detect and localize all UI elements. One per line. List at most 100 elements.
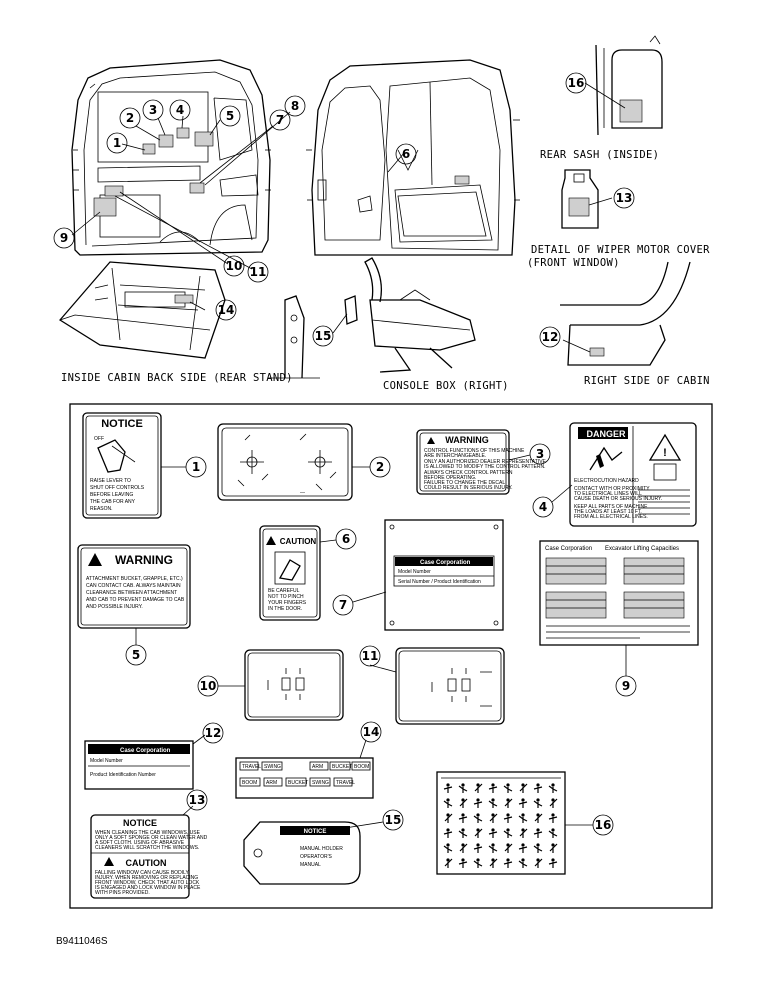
hand-signal-pictogram bbox=[444, 813, 453, 823]
decal-1-line-4: THE CAB FOR ANY bbox=[90, 499, 136, 505]
decal-7-row-1: Model Number bbox=[398, 569, 431, 575]
hand-signal-pictogram bbox=[459, 843, 468, 853]
decal-6-title: CAUTION bbox=[280, 537, 317, 546]
callout-15-top: 15 bbox=[315, 329, 332, 343]
callout-2-top: 2 bbox=[126, 111, 134, 125]
callout-7: 7 bbox=[339, 598, 347, 612]
decal-12-company: Case Corporation bbox=[120, 748, 171, 754]
decal-4-line-4: KEEP ALL PARTS OF MACHINE bbox=[574, 504, 648, 510]
callout-10: 10 bbox=[200, 679, 217, 693]
callout-12-top: 12 bbox=[542, 330, 559, 344]
hand-signal-grid bbox=[443, 783, 558, 868]
hand-signal-pictogram bbox=[504, 798, 513, 808]
callout-6-top: 6 bbox=[402, 147, 410, 161]
decal-4-line-3: CAUSE DEATH OR SERIOUS INJURY. bbox=[574, 496, 662, 502]
decal-1-notice: NOTICE OFF RAISE LEVER TO SHUT OFF CONTR… bbox=[82, 412, 162, 519]
callout-2: 2 bbox=[376, 460, 384, 474]
callout-8-top: 8 bbox=[291, 99, 299, 113]
hand-signal-pictogram bbox=[458, 783, 468, 793]
rear-sash-detail bbox=[595, 35, 663, 136]
decal-14-r1-5: BUCKET bbox=[332, 764, 352, 770]
decal-panel-frame bbox=[69, 403, 713, 909]
caption-wiper-line2: (FRONT WINDOW) bbox=[527, 257, 620, 269]
decal-7-row-2: Serial Number / Product Identification bbox=[398, 579, 481, 585]
callout-13-top: 13 bbox=[616, 191, 633, 205]
hand-signal-pictogram bbox=[548, 828, 558, 838]
decal-14-r2-1: BOOM bbox=[242, 780, 257, 786]
decal-9-lifting-chart: Case Corporation Excavator Lifting Capac… bbox=[539, 540, 699, 646]
decal-15-line-1: MANUAL HOLDER bbox=[300, 846, 343, 852]
decal-6-line-3: YOUR FINGERS bbox=[268, 600, 307, 606]
hand-signal-pictogram bbox=[548, 858, 558, 868]
decal-14-r1-2: SWING bbox=[264, 764, 281, 770]
callout-12: 12 bbox=[205, 726, 222, 740]
hand-signal-pictogram bbox=[549, 843, 558, 853]
cab-front-inside-view bbox=[71, 59, 271, 256]
callout-1: 1 bbox=[192, 460, 200, 474]
hand-signal-pictogram bbox=[534, 858, 543, 868]
decal-4-line-2: TO ELECTRICAL LINES WILL bbox=[574, 491, 642, 497]
hand-signal-pictogram bbox=[458, 813, 468, 823]
caption-inside-back: INSIDE CABIN BACK SIDE (REAR STAND) bbox=[61, 372, 293, 384]
callout-5: 5 bbox=[132, 648, 140, 662]
decal-15-line-3: MANUAL bbox=[300, 862, 321, 868]
callout-1-top: 1 bbox=[113, 136, 121, 150]
top-leader-lines bbox=[71, 82, 626, 353]
decal-4-danger: DANGER ! ELECTROCUTION HAZARD CONTACT WI… bbox=[569, 422, 697, 527]
decal-1-line-5: REASON. bbox=[90, 506, 113, 512]
decal-10-switch-panel bbox=[244, 649, 344, 721]
decal-4-line-5: THE LOADS AT LEAST 10 FT. bbox=[574, 509, 642, 515]
hand-signal-pictogram bbox=[549, 798, 558, 808]
decal-13-caution-4: IS ENGAGED AND LOCK WINDOW IN PLACE bbox=[95, 885, 201, 891]
hand-signal-pictogram bbox=[518, 843, 528, 853]
decal-9-company: Case Corporation bbox=[545, 546, 592, 552]
decal-13-caution-1: FALLING WINDOW CAN CAUSE BODILY bbox=[95, 870, 189, 876]
decal-4-line-6: FROM ALL ELECTRICAL LINES. bbox=[574, 514, 648, 520]
decal-14-lever-labels: TRAVEL SWING ARM BUCKET BOOM BOOM ARM BU… bbox=[235, 757, 374, 799]
hand-signal-pictogram bbox=[533, 843, 543, 853]
hand-signal-pictogram bbox=[533, 783, 543, 793]
hand-signal-pictogram bbox=[488, 843, 498, 853]
caption-wiper-line1: DETAIL OF WIPER MOTOR COVER bbox=[531, 244, 710, 256]
hand-signal-pictogram bbox=[443, 828, 453, 838]
svg-text:—: — bbox=[300, 490, 305, 496]
hand-signal-pictogram bbox=[518, 798, 528, 808]
decal-15-title: NOTICE bbox=[304, 829, 327, 835]
decal-13-caution-5: WITH PINS PROVIDED. bbox=[95, 890, 150, 896]
hand-signal-pictogram bbox=[458, 828, 468, 838]
decal-14-r1-4: ARM bbox=[312, 764, 323, 770]
decal-7-serial-plate: Case Corporation Model Number Serial Num… bbox=[384, 519, 504, 631]
hand-signal-pictogram bbox=[489, 813, 498, 823]
callout-16-top: 16 bbox=[568, 76, 585, 90]
decal-11-switch-panel bbox=[395, 647, 505, 725]
wiper-motor-cover-detail bbox=[561, 169, 599, 229]
hand-signal-pictogram bbox=[533, 798, 543, 808]
decal-2-control-pattern: — bbox=[217, 423, 353, 501]
hand-signal-pictogram bbox=[488, 783, 498, 793]
decal-13-caution-3: FRONT WINDOW, CHECK THAT AUTO LOCK bbox=[95, 880, 200, 886]
hand-signal-pictogram bbox=[443, 783, 453, 793]
hand-signal-pictogram bbox=[519, 783, 528, 793]
decal-12-serial-plate: Case Corporation Model Number Product Id… bbox=[84, 740, 194, 790]
cabin-back-side-view bbox=[59, 261, 226, 359]
hand-signal-pictogram bbox=[489, 858, 498, 868]
callout-11: 11 bbox=[362, 649, 379, 663]
decal-1-line-1: RAISE LEVER TO bbox=[90, 478, 131, 484]
callout-4-top: 4 bbox=[176, 103, 184, 117]
decal-13-notice-2: ONLY A SOFT SPONGE OR CLEAN WATER AND bbox=[95, 835, 208, 841]
decal-4-title: DANGER bbox=[586, 429, 626, 439]
callout-14-top: 14 bbox=[218, 303, 235, 317]
callout-13: 13 bbox=[189, 793, 206, 807]
decal-5-title: WARNING bbox=[115, 553, 173, 567]
hand-signal-pictogram bbox=[443, 843, 453, 853]
decal-3-line-7: FAILURE TO CHANGE THE DECAL bbox=[424, 480, 505, 486]
decal-3-line-1: CONTROL FUNCTIONS OF THIS MACHINE bbox=[424, 448, 525, 454]
decal-4-line-1: CONTACT WITH OR PROXIMITY bbox=[574, 486, 650, 492]
hand-signal-pictogram bbox=[503, 858, 513, 868]
callout-4: 4 bbox=[539, 500, 547, 514]
callout-3: 3 bbox=[536, 447, 544, 461]
hand-signal-pictogram bbox=[474, 783, 483, 793]
hand-signal-pictogram bbox=[548, 783, 558, 793]
decal-13-notice-caution: NOTICE WHEN CLEANING THE CAB WINDOWS, US… bbox=[90, 814, 208, 899]
